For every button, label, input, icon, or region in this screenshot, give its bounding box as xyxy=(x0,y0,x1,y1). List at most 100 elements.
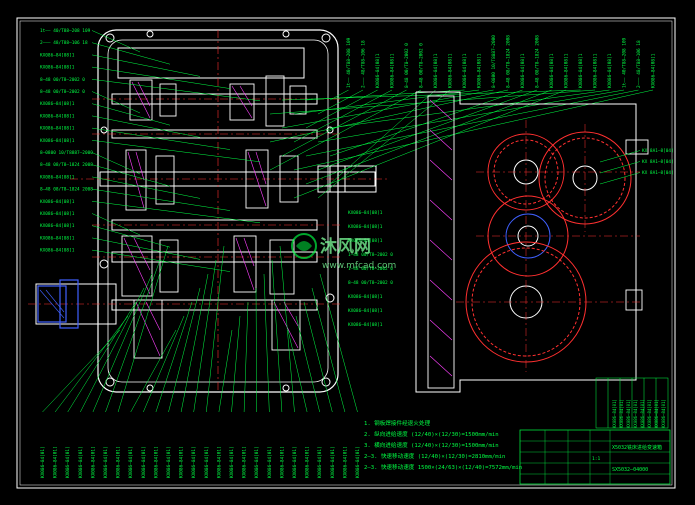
leader-bottom-25 xyxy=(319,273,358,413)
leader-bottom-14 xyxy=(218,329,233,413)
callout-top-5: 8—48 00/T8—2002 0 xyxy=(419,43,425,88)
callout-bottom-1: KX086—84[01] xyxy=(53,446,59,478)
leader-left-11 xyxy=(91,164,171,187)
leader-top-6 xyxy=(329,89,436,185)
drawing-frame-inner xyxy=(19,20,673,486)
callout-right-vertical-0: KX086—84[01] xyxy=(612,399,617,428)
leader-left-6 xyxy=(91,103,171,126)
callout-top-21: KX086—84[08]1 xyxy=(651,53,657,88)
leader-lines-bottom xyxy=(42,245,358,413)
tech-note-4: 2—3. 快速移动速度 (12/40)×(12/30)=2810mm/min xyxy=(364,452,505,460)
callout-top-10: 8—0800 10/T8887—2000 xyxy=(491,35,497,88)
callout-bottom-7: KX086—84[01] xyxy=(128,446,134,478)
callout-left-4: 8—48 00/T8—2002 0 xyxy=(40,77,85,83)
leader-left-12 xyxy=(91,176,201,199)
leader-bottom-3 xyxy=(80,287,145,413)
leader-bottom-24 xyxy=(311,287,346,413)
watermark-brand: 沐风网 xyxy=(320,237,371,257)
leader-bottom-7 xyxy=(130,329,177,413)
callout-right-vertical-6: KX086—84[01] xyxy=(654,399,659,428)
callout-top-1: 2——— 48/T88—106 18 xyxy=(361,40,367,88)
callout-left-2: KX086—84[08]1 xyxy=(40,52,75,58)
leader-left-8 xyxy=(91,127,231,150)
callout-left-10: 8—0800 10/T8887—2000 xyxy=(40,150,93,156)
leader-bottom-4 xyxy=(92,273,153,413)
leader-left-15 xyxy=(91,213,141,236)
leader-top-19 xyxy=(317,89,625,143)
callout-bottom-20: KX086—84[01] xyxy=(292,446,298,478)
callout-left-3: KX086—84[08]1 xyxy=(40,65,75,71)
watermark: 沐风网 www.mfcad.com xyxy=(291,233,396,271)
leader-left-13 xyxy=(91,188,231,211)
callout-left-7: KX086—84[08]1 xyxy=(40,113,75,119)
tech-note-5: 2—3. 快速移动速度 1500×(24/63)×(12/40)=7572mm/… xyxy=(364,463,522,471)
output-shaft xyxy=(317,165,377,193)
callout-left-11: 8—48 08/T8—1824 2008 xyxy=(40,162,93,168)
leader-lines-top xyxy=(269,89,654,199)
leader-lines-right xyxy=(599,150,641,185)
leader-mid-7 xyxy=(300,288,346,311)
callout-top-18: KX086—84[08]1 xyxy=(607,53,613,88)
leader-top-20 xyxy=(305,89,639,157)
callout-top-9: KX086—84[08]1 xyxy=(477,53,483,88)
right-end-view xyxy=(415,91,649,393)
end-flange xyxy=(427,95,455,389)
leader-mid-1 xyxy=(300,204,346,227)
callouts-bottom: KX086—84[01] KX086—84[01] KX086—84[01] KX08… xyxy=(40,446,361,478)
gear-train xyxy=(465,131,632,363)
callout-bottom-6: KX086—84[01] xyxy=(116,446,122,478)
callout-bottom-13: KX086—84[01] xyxy=(204,446,210,478)
callout-right-1: KX 8A1—8[04] xyxy=(642,159,674,165)
leader-top-1 xyxy=(317,89,364,115)
leader-left-7 xyxy=(91,115,201,138)
callout-left-6: KX086—84[08]1 xyxy=(40,101,75,107)
title-block-drawing-title: X5032铣床进给变速箱 xyxy=(612,444,662,451)
callout-mid-1: KX086—84[08]1 xyxy=(348,224,383,230)
left-section-view xyxy=(28,29,654,413)
leader-left-1 xyxy=(91,42,171,65)
callout-left-13: 8—48 08/T8—1824 2008 xyxy=(40,187,93,193)
leader-bottom-8 xyxy=(143,315,185,413)
callout-mid-2: KX086—84[08]1 xyxy=(348,238,383,244)
leader-bottom-20 xyxy=(279,245,295,413)
callout-bottom-16: KX086—84[01] xyxy=(242,446,248,478)
callout-mid-3: 1—48 00/T8—2002 0 xyxy=(348,252,393,258)
callout-top-0: 1t—— 40/T88—208 109 xyxy=(346,37,352,88)
callout-right-2: KX 8A1—8[04] xyxy=(642,170,674,176)
callout-top-4: 8—48 00/T8—2002 0 xyxy=(404,43,410,88)
shaft-centerlines xyxy=(28,30,390,392)
end-housing-outline xyxy=(415,91,637,393)
callout-right-vertical-1: KX086—84[01] xyxy=(619,399,624,428)
callout-bottom-11: KX086—84[01] xyxy=(179,446,185,478)
callout-bottom-22: KX086—84[01] xyxy=(317,446,323,478)
callout-left-5: 8—48 00/T8—2002 0 xyxy=(40,89,85,95)
callout-left-15: KX086—84[08]1 xyxy=(40,211,75,217)
flange-hatching xyxy=(429,99,453,377)
callout-bottom-19: KX086—84[01] xyxy=(279,446,285,478)
callout-bottom-3: KX086—84[01] xyxy=(78,446,84,478)
callout-mid-0: KX086—84[08]1 xyxy=(348,210,383,216)
gear-blocks xyxy=(121,75,307,359)
callout-bottom-15: KX086—84[01] xyxy=(229,446,235,478)
callout-bottom-4: KX086—84[01] xyxy=(90,446,96,478)
callout-bottom-25: KX086—84[01] xyxy=(355,446,361,478)
leader-bottom-21 xyxy=(287,329,308,413)
callout-bottom-21: KX086—84[01] xyxy=(305,446,311,478)
leader-bottom-1 xyxy=(54,315,129,413)
leader-bottom-6 xyxy=(117,245,169,413)
title-block-drawing-number: SX5032—04000 xyxy=(612,467,648,473)
leader-bottom-2 xyxy=(67,301,137,413)
callout-left-1: 2——— 48/T88—106 18 xyxy=(40,40,88,46)
callout-mid-5: 8—48 00/T8—2002 0 xyxy=(348,280,393,286)
leader-left-16 xyxy=(91,225,171,248)
leader-bottom-10 xyxy=(168,287,201,413)
callout-top-12: KX086—84[08]1 xyxy=(520,53,526,88)
callout-mid-7: KX086—84[08]1 xyxy=(348,308,383,314)
callout-right-vertical-7: KX086—84[01] xyxy=(661,399,666,428)
callout-top-2: KX086—84[08]1 xyxy=(375,53,381,88)
callout-top-8: KX086—84[08]1 xyxy=(462,53,468,88)
leader-lines-left xyxy=(91,30,261,272)
leader-bottom-13 xyxy=(206,245,225,413)
tech-note-3: 3. 横向进给速度 (12/40)×(12/30)=1500mm/min xyxy=(364,441,499,449)
